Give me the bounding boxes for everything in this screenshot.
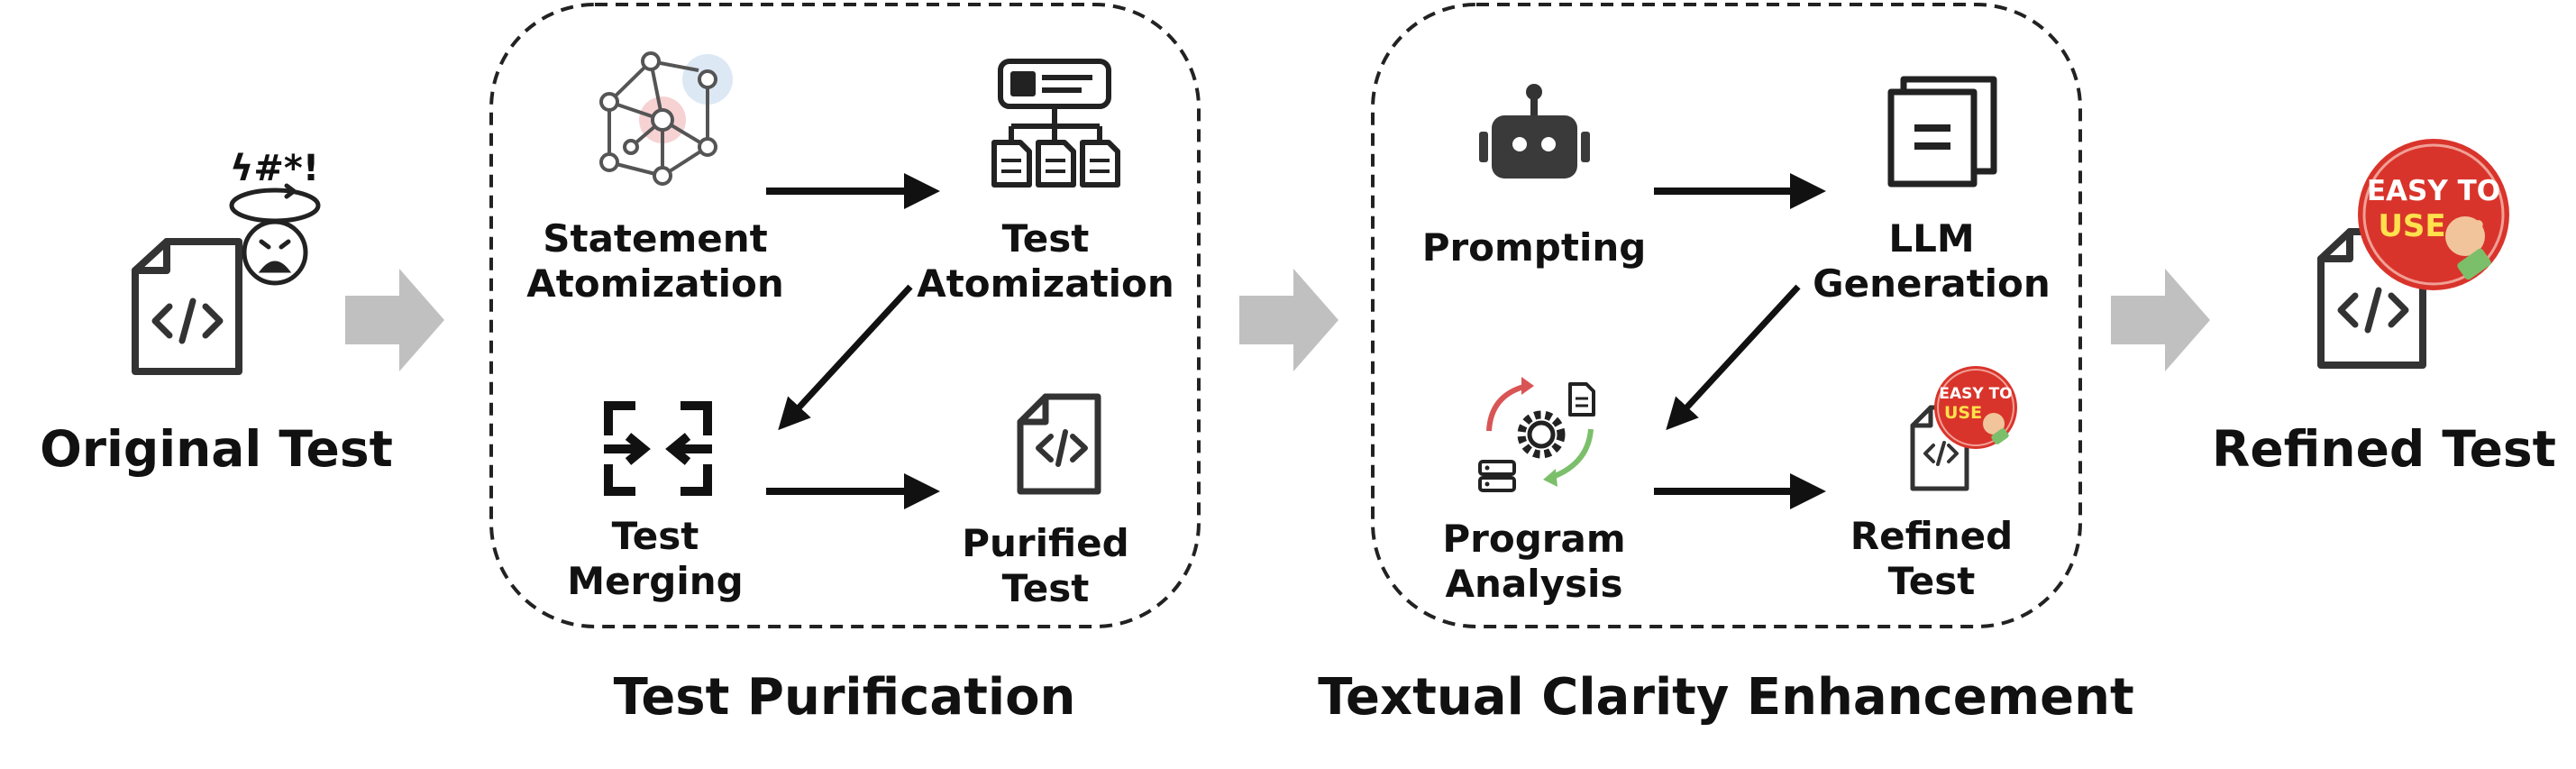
step-llm-generation-label: LLM Generation	[1813, 216, 2051, 307]
refined-test-file-icon	[2317, 228, 2426, 369]
badge-line2: USE	[2378, 208, 2445, 244]
step-prompting-label: Prompting	[1421, 225, 1647, 270]
badge-small-line1: EASY TO	[1939, 385, 2012, 403]
refined-file-icon	[1910, 405, 1969, 491]
easy-to-use-badge: EASY TO USE	[2358, 139, 2509, 290]
flow-arrow-2	[1239, 269, 1338, 371]
flow-arrow-1	[345, 269, 444, 371]
refined-test-label: Refined Test	[2212, 420, 2556, 478]
graph-nodes-icon	[599, 51, 733, 186]
easy-to-use-badge-small: EASY TO USE	[1934, 366, 2017, 449]
group-title-test-purification: Test Purification	[613, 668, 1076, 727]
step-refined-test-label: Refined Test	[1850, 514, 2014, 604]
step-test-merging-label: Test Merging	[567, 514, 744, 604]
step-statement-atomization-label: Statement Atomization	[526, 216, 784, 307]
step-purified-test-label: Purified Test	[962, 521, 1129, 611]
original-test-label: Original Test	[40, 420, 393, 478]
document-stack-icon	[1887, 76, 1997, 188]
badge-line1: EASY TO	[2367, 175, 2500, 207]
curse-symbols: ϟ#*!	[230, 148, 319, 189]
merge-arrows-icon	[604, 401, 712, 496]
test-purification-box	[489, 3, 1201, 628]
group-title-textual-clarity: Textual Clarity Enhancement	[1318, 668, 2134, 727]
clarity-enhancement-box	[1371, 3, 2082, 628]
arrow-llm-to-analysis	[1666, 284, 1801, 431]
code-file-icon	[1017, 393, 1101, 495]
hierarchy-documents-icon	[991, 59, 1120, 188]
flow-arrow-3	[2111, 269, 2210, 371]
frustrated-face-icon	[229, 183, 321, 286]
arrow-testatom-to-merging	[778, 284, 913, 431]
step-program-analysis-label: Program Analysis	[1442, 517, 1626, 607]
robot-icon	[1479, 84, 1590, 179]
badge-small-line2: USE	[1944, 403, 1982, 423]
gear-cycle-icon	[1478, 377, 1595, 492]
step-test-atomization-label: Test Atomization	[917, 216, 1174, 307]
original-test-file-icon	[132, 238, 242, 375]
